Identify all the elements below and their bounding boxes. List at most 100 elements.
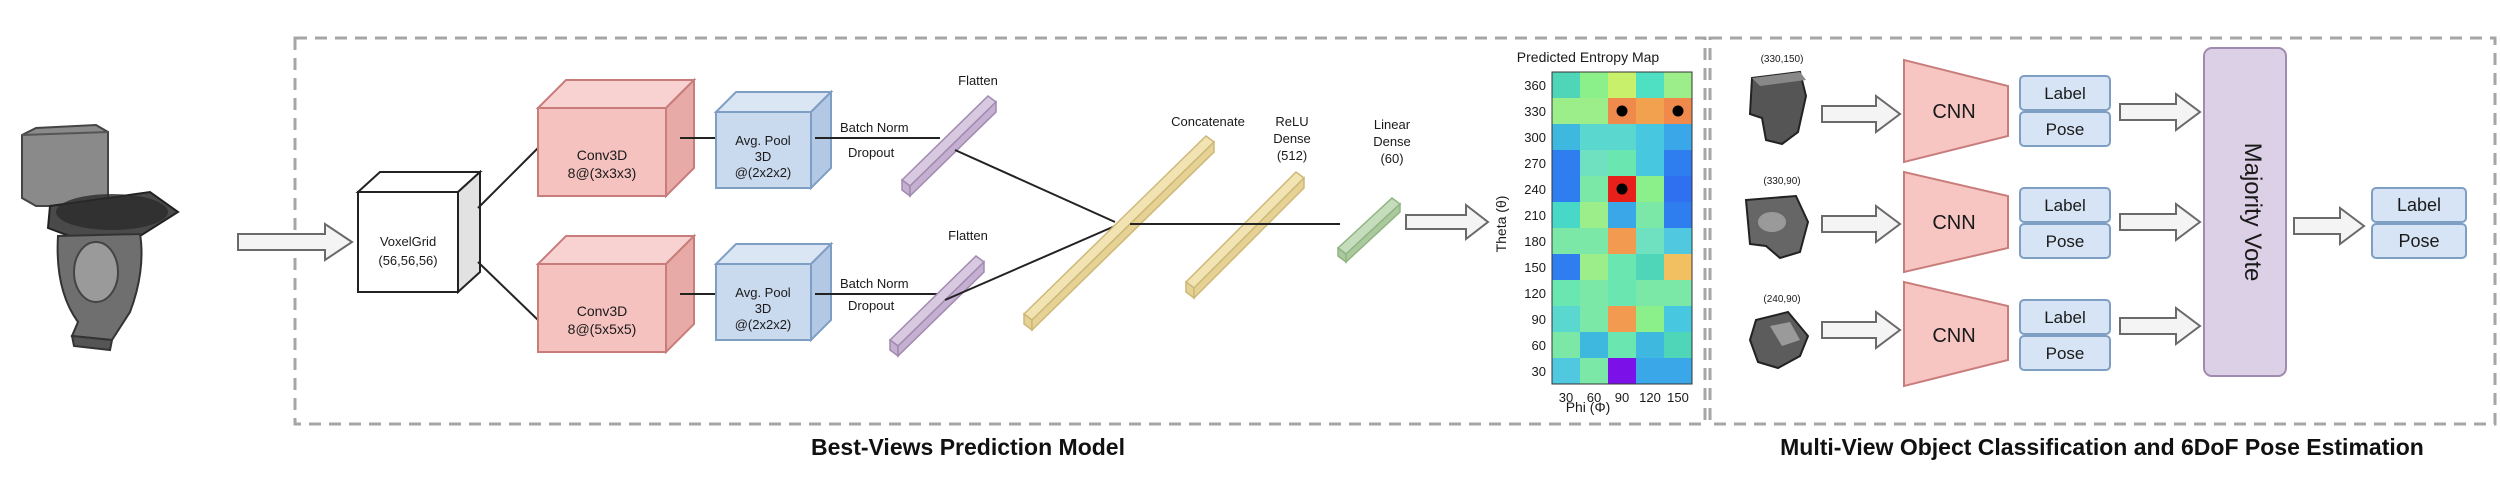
heatmap-cell (1636, 332, 1664, 358)
selected-view-dot (1672, 105, 1684, 117)
heatmap-cell (1552, 72, 1580, 98)
relu-dense-bar (1184, 171, 1306, 300)
view-arrow-1 (1821, 94, 1902, 134)
heatmap-x-tick: 60 (1587, 390, 1601, 405)
pool-bottom-line2: 3D (755, 301, 772, 316)
best-views-panel (293, 36, 1707, 426)
heatmap-cell (1552, 306, 1580, 332)
heatmap-cell (1636, 306, 1664, 332)
heatmap-cell (1580, 280, 1608, 306)
heatmap-cell (1552, 98, 1580, 124)
heatmap-cell (1580, 306, 1608, 332)
heatmap-cell (1664, 358, 1692, 384)
heatmap-title: Predicted Entropy Map (1517, 49, 1660, 65)
heatmap-cell (1552, 228, 1580, 254)
batchnorm-bottom: Batch Norm (840, 276, 909, 291)
heatmap-cell (1664, 176, 1692, 202)
heatmap-cell (1580, 254, 1608, 280)
heatmap-cell (1580, 150, 1608, 176)
output-boxes-3: Label Pose (2019, 299, 2111, 371)
heatmap-cell (1664, 254, 1692, 280)
conv3d-bottom: Conv3D 8@(5x5x5) (535, 233, 697, 355)
avg-pool-top: Avg. Pool 3D @(2x2x2) (713, 89, 834, 191)
heatmap-cell (1608, 254, 1636, 280)
flatten-top-bar (900, 95, 998, 198)
heatmap-cell (1664, 150, 1692, 176)
heatmap-cell (1552, 254, 1580, 280)
heatmap-cell (1664, 280, 1692, 306)
linear-line1: Linear (1374, 117, 1411, 132)
cnn-label-2: CNN (1932, 212, 1975, 234)
heatmap-y-tick: 60 (1532, 338, 1546, 353)
heatmap-ylabel: Theta (θ) (1493, 196, 1509, 253)
heatmap-cell (1580, 98, 1608, 124)
heatmap-cell (1608, 72, 1636, 98)
toilet-mesh-image (21, 123, 180, 352)
majority-vote-label: Majority Vote (2239, 143, 2266, 282)
heatmap-cell (1580, 332, 1608, 358)
voxel-label-line2: (56,56,56) (378, 253, 437, 268)
right-model-title: Multi-View Object Classification and 6Do… (1780, 434, 2424, 460)
view-render-1 (1748, 70, 1808, 146)
conv3d-top: Conv3D 8@(3x3x3) (535, 77, 697, 199)
heatmap-cell (1636, 150, 1664, 176)
heatmap-cell (1552, 124, 1580, 150)
conv-bottom-line1: Conv3D (577, 303, 628, 319)
heatmap-y-tick: 120 (1524, 286, 1546, 301)
heatmap-cell (1580, 72, 1608, 98)
heatmap-cell (1580, 176, 1608, 202)
output-boxes-1: Label Pose (2019, 75, 2111, 147)
cnn-block-3: CNN (1903, 280, 2009, 388)
pool-bottom-line1: Avg. Pool (735, 285, 791, 300)
heatmap-cell (1552, 150, 1580, 176)
cnn-label-1: CNN (1932, 101, 1975, 123)
relu-line1: ReLU (1275, 114, 1308, 129)
pool-top-line3: @(2x2x2) (735, 165, 792, 180)
heatmap-frame (1551, 71, 1693, 385)
heatmap-cell (1608, 358, 1636, 384)
cnn-block-2: CNN (1903, 170, 2009, 274)
heatmap-y-tick: 150 (1524, 260, 1546, 275)
heatmap-cell (1552, 280, 1580, 306)
conv-top-line1: Conv3D (577, 147, 628, 163)
pose-box-2: Pose (2046, 232, 2085, 251)
heatmap-cell (1636, 124, 1664, 150)
heatmap-y-tick: 90 (1532, 312, 1546, 327)
flatten-bottom-bar (888, 255, 986, 358)
cnn-block-1: CNN (1903, 58, 2009, 164)
vote-arrow-3 (2119, 306, 2202, 346)
heatmap-x-tick: 120 (1639, 390, 1661, 405)
conv-bottom-line2: 8@(5x5x5) (568, 321, 637, 337)
conv-top-line2: 8@(3x3x3) (568, 165, 637, 181)
heatmap-cell (1636, 98, 1664, 124)
selected-view-dot (1616, 105, 1628, 117)
linear-dense-bar (1336, 197, 1402, 264)
batchnorm-top: Batch Norm (840, 120, 909, 135)
dropout-top: Dropout (848, 145, 895, 160)
final-pose: Pose (2398, 231, 2439, 251)
heatmap-cell (1580, 202, 1608, 228)
heatmap-cell (1636, 280, 1664, 306)
output-boxes-2: Label Pose (2019, 187, 2111, 259)
final-arrow (2293, 206, 2366, 246)
input-arrow (237, 222, 354, 262)
heatmap-cell (1664, 72, 1692, 98)
relu-line3: (512) (1277, 148, 1307, 163)
heatmap-cell (1636, 254, 1664, 280)
heatmap-cell (1608, 332, 1636, 358)
selected-view-dot (1616, 183, 1628, 195)
heatmap-cell (1552, 176, 1580, 202)
heatmap-cell (1580, 124, 1608, 150)
pool-top-line1: Avg. Pool (735, 133, 791, 148)
label-box-3: Label (2044, 308, 2086, 327)
heatmap-y-tick: 210 (1524, 208, 1546, 223)
heatmap-cell (1664, 124, 1692, 150)
pool-bottom-line3: @(2x2x2) (735, 317, 792, 332)
heatmap-cell (1608, 124, 1636, 150)
heatmap-y-tick: 270 (1524, 156, 1546, 171)
heatmap-cell (1608, 150, 1636, 176)
avg-pool-bottom: Avg. Pool 3D @(2x2x2) (713, 241, 834, 343)
heatmap-cell (1664, 332, 1692, 358)
view-label-2: (330,90) (1763, 176, 1800, 187)
